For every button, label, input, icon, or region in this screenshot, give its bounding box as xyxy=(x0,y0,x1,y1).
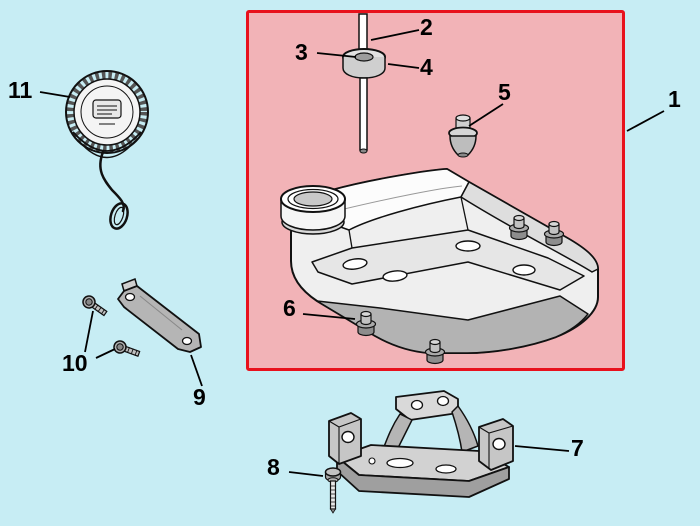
callout-label-11: 11 xyxy=(8,77,33,103)
callout-label-5: 5 xyxy=(498,79,511,105)
leader-line-9 xyxy=(190,354,203,387)
mounting-bracket-part xyxy=(328,390,514,498)
leader-line-7 xyxy=(514,445,570,452)
leader-line-1 xyxy=(626,110,665,132)
leader-line-8 xyxy=(288,471,324,477)
leader-line-11 xyxy=(39,91,71,98)
leader-line-3 xyxy=(316,52,357,58)
callout-label-3: 3 xyxy=(295,39,308,65)
callout-label-6: 6 xyxy=(283,295,296,321)
callout-label-2: 2 xyxy=(420,14,433,40)
leader-line-5 xyxy=(468,103,504,127)
check-valve-part xyxy=(448,114,478,158)
leader-line-4 xyxy=(387,63,420,69)
callout-label-8: 8 xyxy=(267,454,280,480)
fuel-tank-part xyxy=(280,168,599,354)
leader-line-10b xyxy=(95,348,116,359)
callout-label-4: 4 xyxy=(420,54,433,80)
callout-label-1: 1 xyxy=(668,86,681,112)
callout-label-10: 10 xyxy=(62,350,88,376)
bracket-screw-part xyxy=(324,467,342,514)
pickup-tube-part xyxy=(342,13,386,154)
callout-label-9: 9 xyxy=(193,384,206,410)
callout-label-7: 7 xyxy=(571,435,584,461)
leader-line-2 xyxy=(370,29,420,41)
side-bracket-part xyxy=(117,278,202,353)
fuel-cap-part xyxy=(65,70,149,230)
leader-line-10a xyxy=(84,310,94,353)
leader-line-6 xyxy=(302,313,356,320)
leader-lines xyxy=(39,29,665,477)
